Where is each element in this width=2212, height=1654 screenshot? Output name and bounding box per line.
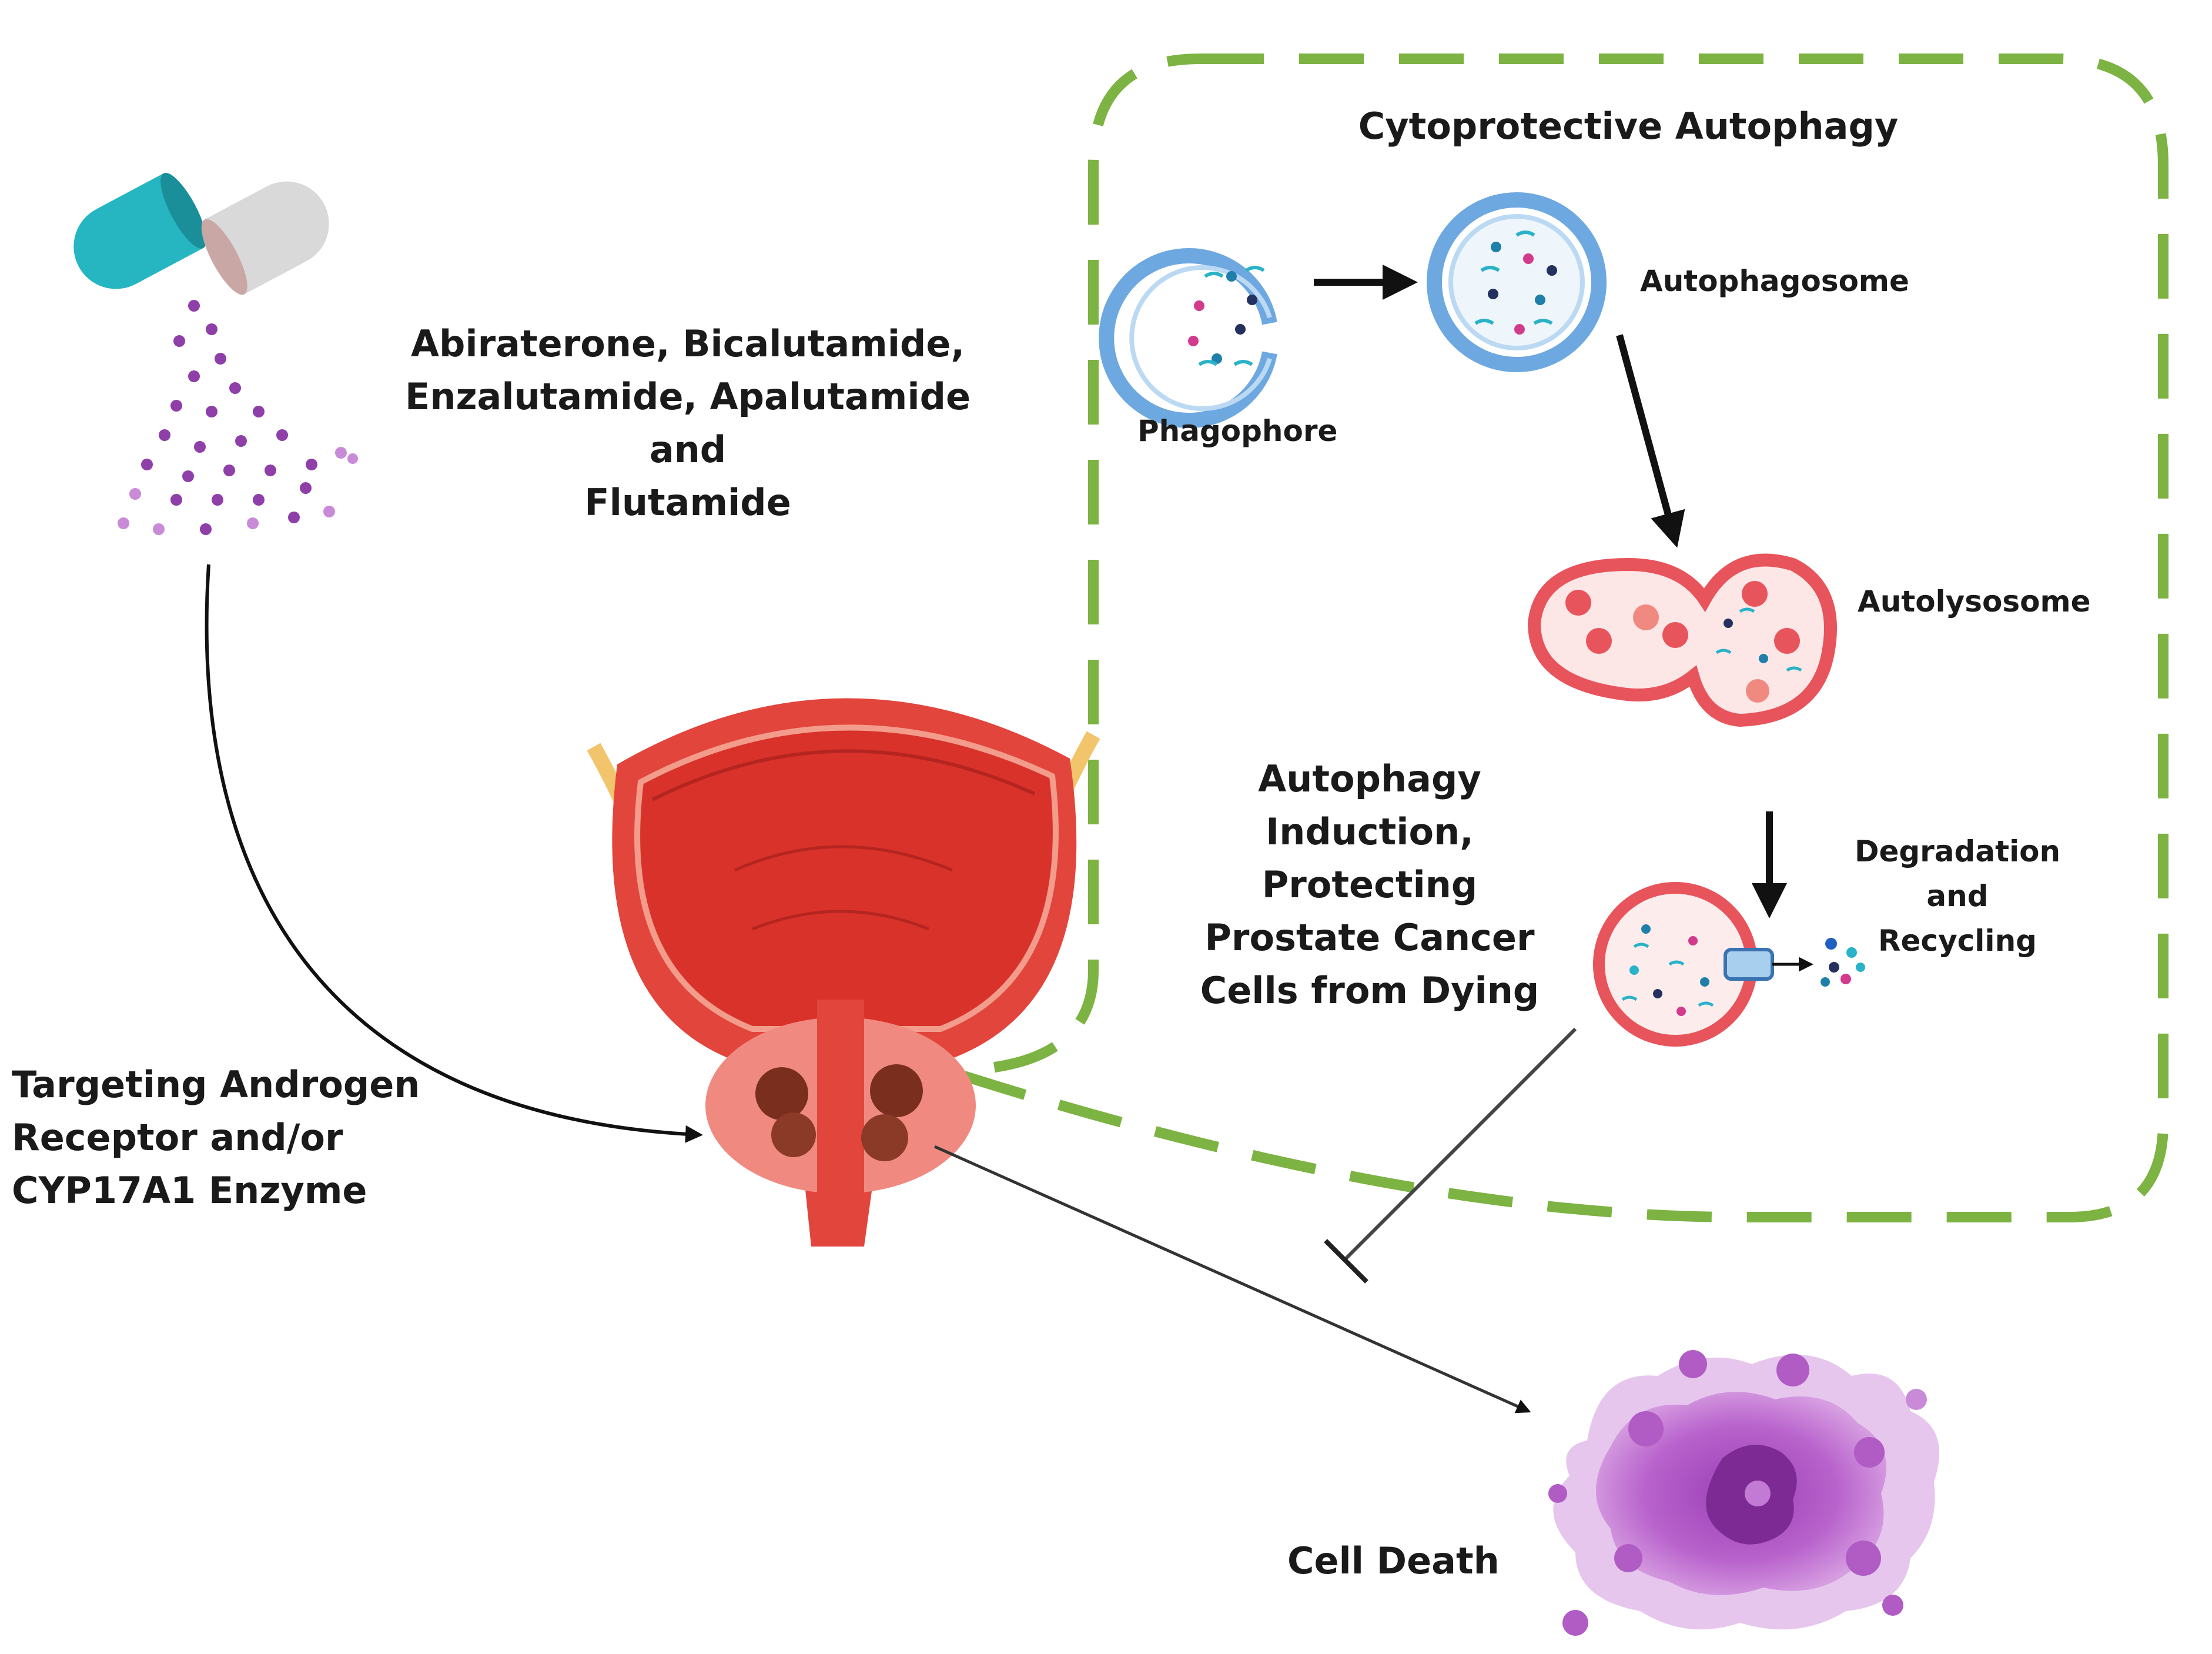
autolysosome-label: Autolysosome [1858,584,2091,619]
degradation-vesicle-icon [1593,882,1774,1047]
degradation-recycling-label: Degradation and Recycling [1854,834,2061,958]
autophagosome-icon [1427,192,1607,372]
autolysosome-icon [1527,553,1837,727]
targeting-label: Targeting Androgen Receptor and/or CYP17… [12,1063,420,1212]
autophagy-induction-label: Autophagy Induction, Protecting Prostate… [1200,757,1540,1012]
drugs-label: Abiraterone, Bicalutamide, Enzalutamide,… [404,322,971,524]
cell-death-label: Cell Death [1287,1539,1500,1582]
recycled-molecules-icon [1821,938,1865,987]
prostate-to-cell-death-arrow [933,1145,1531,1414]
autophagy-region-border [959,54,2169,1222]
dead-cell-icon [1548,1350,1939,1636]
phagophore-label: Phagophore [1137,414,1338,448]
autophagosome-label: Autophagosome [1640,264,1909,298]
drug-to-prostate-arrow [205,564,703,1143]
autophagy-inhibition-line [1344,1027,1577,1260]
autophagosome-to-autolysosome-arrow [1616,334,1685,548]
prostate-bladder-illustration [587,698,1100,1247]
drug-powder-icon [118,300,358,535]
cytoprotective-autophagy-title: Cytoprotective Autophagy [1358,105,1899,148]
phagophore-icon [1099,248,1277,428]
drug-capsule-icon [73,172,329,295]
